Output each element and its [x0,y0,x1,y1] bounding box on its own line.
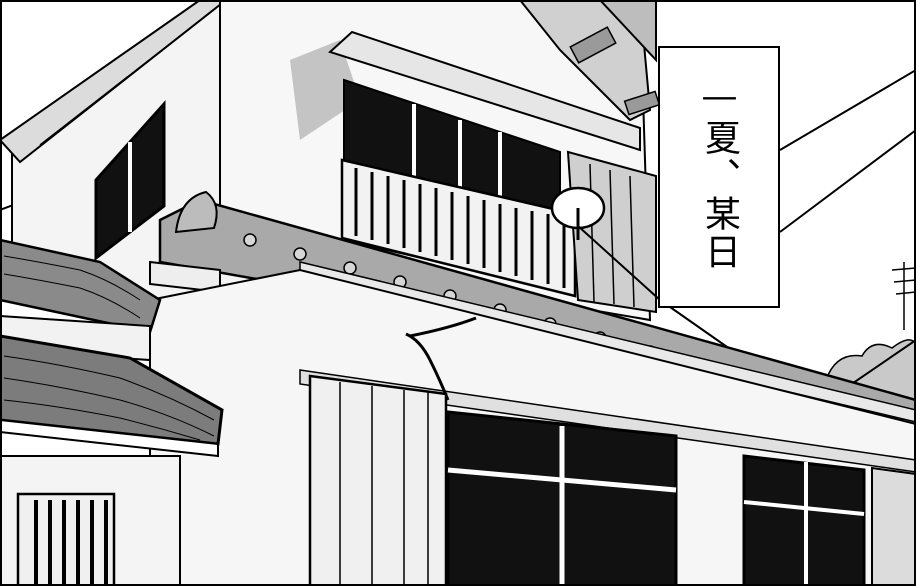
lower-shutter [308,374,448,586]
caption-text: —夏、某日 [699,76,740,271]
caption-box: —夏、某日 [658,46,780,308]
lower-wall-band [299,369,916,473]
gable-roof-edge [0,0,228,164]
railing-bars [354,168,566,288]
wall-shadow [290,40,360,140]
neighbor-roof-lower [0,334,224,446]
tv-antenna [891,262,916,330]
neighbor-fascia [0,418,219,458]
tv-cable [405,332,450,401]
roof-right [598,0,657,63]
roof-ornament [174,190,218,234]
lower-right-shutter [871,466,916,586]
tv-cable-2 [409,316,477,338]
eave-vent-2 [623,90,661,116]
neighbor-roof-upper [0,238,162,334]
window-awning [328,30,641,152]
eave-vent [569,26,617,64]
